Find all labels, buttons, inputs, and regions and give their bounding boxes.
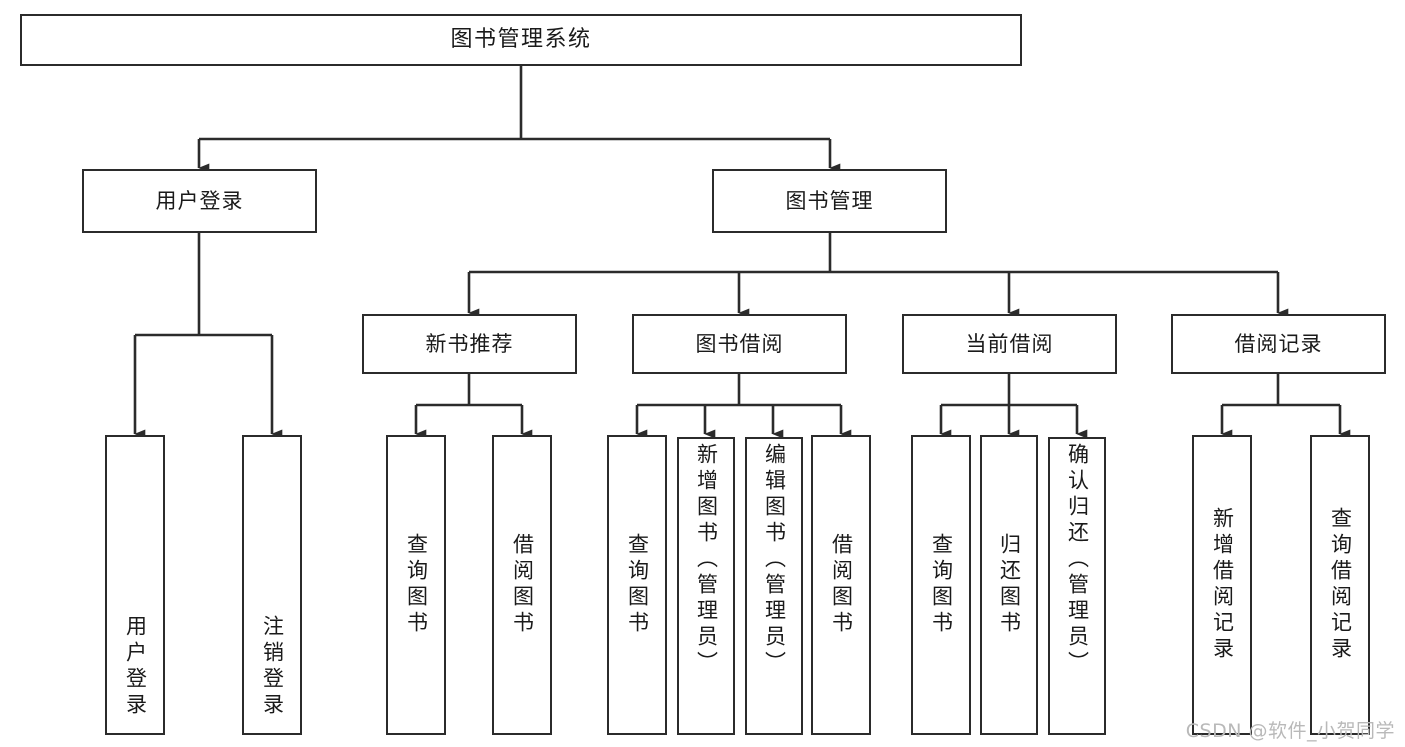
node-label: 注销登录 — [260, 615, 285, 719]
node-root-book-management-system[interactable]: 图书管理系统 — [20, 14, 1022, 66]
node-book-borrow[interactable]: 图书借阅 — [632, 314, 847, 374]
node-leaf-edit-book[interactable]: 编辑图书（管理员） — [745, 437, 803, 735]
node-user-login[interactable]: 用户登录 — [82, 169, 317, 233]
node-label: 编辑图书（管理员） — [762, 443, 787, 677]
node-leaf-confirm-return[interactable]: 确认归还（管理员） — [1048, 437, 1106, 735]
node-leaf-add-record[interactable]: 新增借阅记录 — [1192, 435, 1252, 735]
node-leaf-query-book-2[interactable]: 查询图书 — [607, 435, 667, 735]
node-label: 查询图书 — [929, 533, 954, 637]
node-borrow-record[interactable]: 借阅记录 — [1171, 314, 1386, 374]
node-new-book-recommend[interactable]: 新书推荐 — [362, 314, 577, 374]
node-leaf-query-book-1[interactable]: 查询图书 — [386, 435, 446, 735]
node-label: 借阅记录 — [1234, 331, 1323, 356]
node-label: 查询图书 — [404, 533, 429, 637]
node-leaf-return-book[interactable]: 归还图书 — [980, 435, 1038, 735]
node-leaf-borrow-book-1[interactable]: 借阅图书 — [492, 435, 552, 735]
node-leaf-user-login[interactable]: 用户登录 — [105, 435, 165, 735]
node-label: 用户登录 — [123, 615, 148, 719]
node-leaf-add-book[interactable]: 新增图书（管理员） — [677, 437, 735, 735]
node-label: 图书管理 — [785, 188, 874, 213]
node-label: 新增图书（管理员） — [694, 443, 719, 677]
node-label: 新书推荐 — [425, 331, 514, 356]
node-label: 图书借阅 — [695, 331, 784, 356]
node-label: 查询借阅记录 — [1328, 507, 1353, 663]
node-label: 借阅图书 — [829, 533, 854, 637]
node-label: 用户登录 — [155, 188, 244, 213]
node-label: 新增借阅记录 — [1210, 507, 1235, 663]
node-leaf-query-book-3[interactable]: 查询图书 — [911, 435, 971, 735]
node-leaf-query-record[interactable]: 查询借阅记录 — [1310, 435, 1370, 735]
node-label: 图书管理系统 — [450, 27, 592, 53]
node-leaf-user-logout[interactable]: 注销登录 — [242, 435, 302, 735]
node-label: 查询图书 — [625, 533, 650, 637]
node-label: 归还图书 — [997, 533, 1022, 637]
node-label: 当前借阅 — [965, 331, 1054, 356]
node-label: 确认归还（管理员） — [1065, 443, 1090, 677]
csdn-watermark: CSDN @软件_小贺同学 — [1185, 720, 1395, 742]
node-label: 借阅图书 — [510, 533, 535, 637]
node-book-management[interactable]: 图书管理 — [712, 169, 947, 233]
node-current-borrow[interactable]: 当前借阅 — [902, 314, 1117, 374]
node-leaf-borrow-book-2[interactable]: 借阅图书 — [811, 435, 871, 735]
